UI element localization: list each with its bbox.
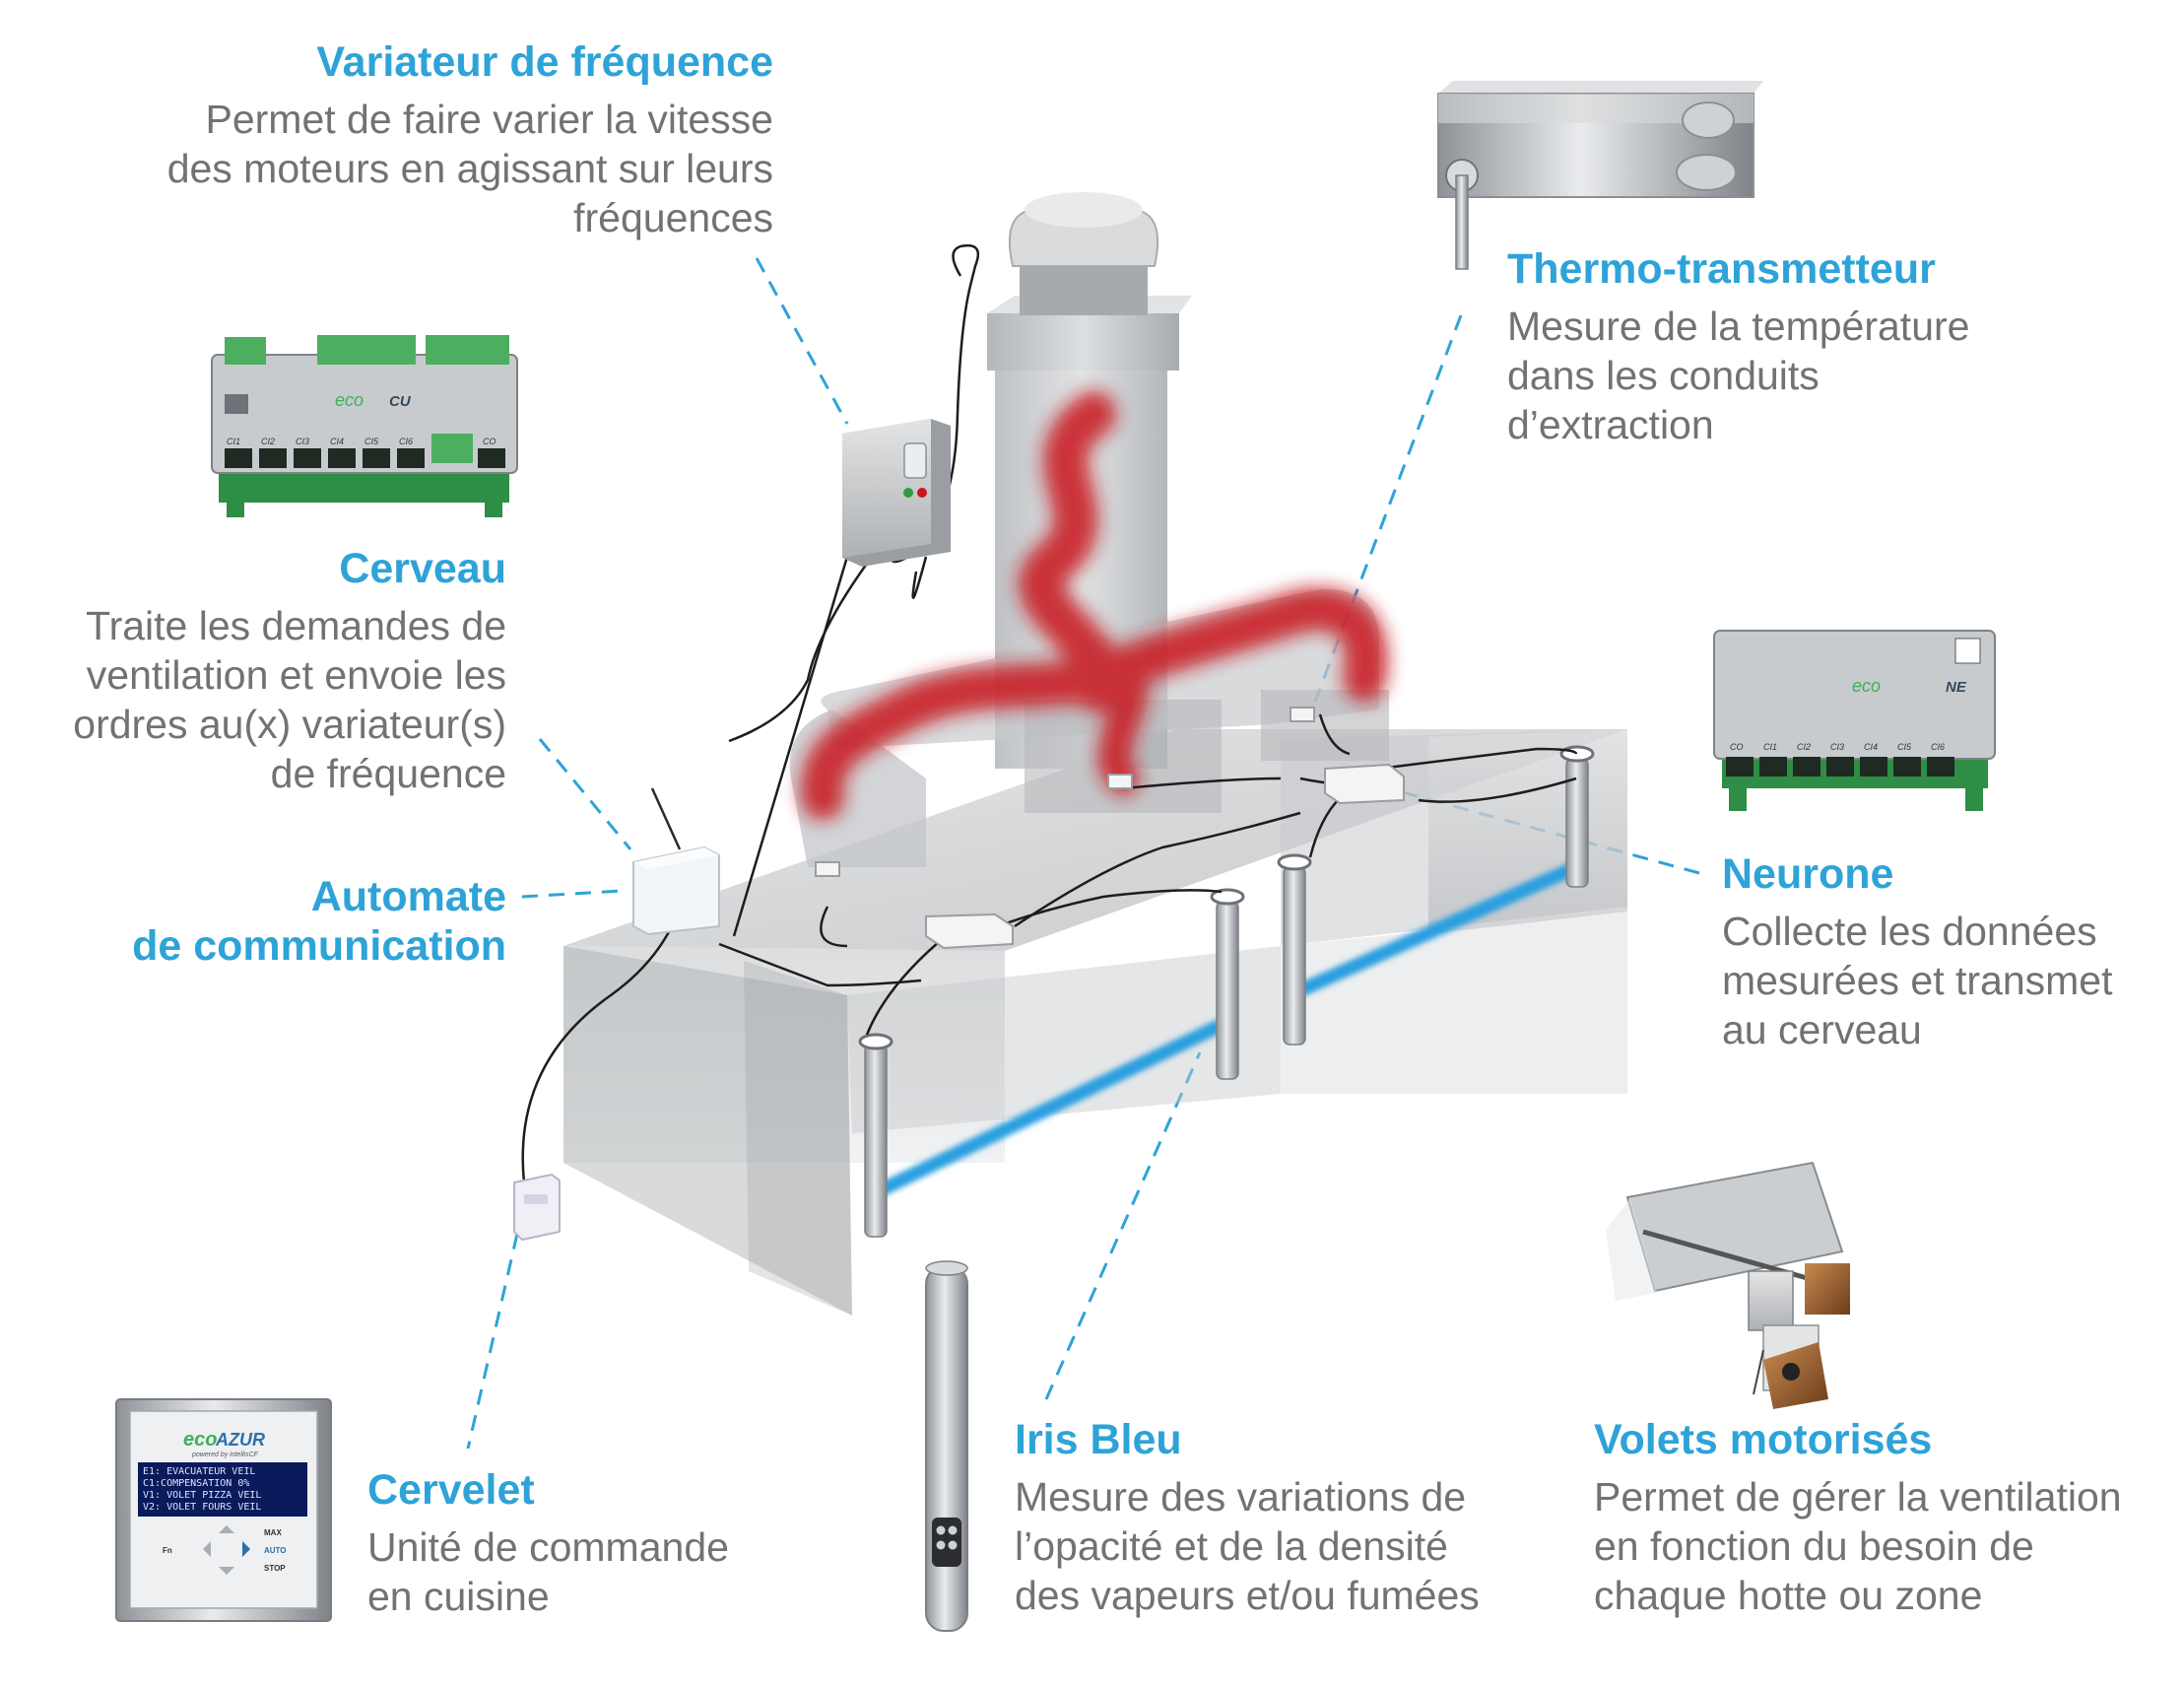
- label-cervelet: Cervelet Unité de commande en cuisine: [367, 1465, 729, 1621]
- iris-title: Iris Bleu: [1015, 1416, 1182, 1463]
- label-automate: Automate de communication: [132, 872, 506, 971]
- iris-probe: [925, 1260, 968, 1632]
- cerveau-port: CI3: [296, 437, 309, 446]
- cervelet-brand-prefix: eco: [183, 1429, 217, 1451]
- cervelet-key-fn: Fn: [163, 1546, 172, 1555]
- iris-description: Mesure des variations de l’opacité et de…: [1015, 1474, 1480, 1618]
- cervelet-brand-suffix: AZUR: [215, 1430, 265, 1450]
- neurone-port: CI1: [1763, 742, 1777, 752]
- airflow-smoke: [800, 391, 1389, 820]
- cervelet-screen-line: E1: EVACUATEUR VEIL: [143, 1466, 255, 1477]
- label-volets: Volets motorisés Permet de gérer la vent…: [1594, 1415, 2122, 1620]
- neurone-port: CI2: [1797, 742, 1811, 752]
- neurone-device: eco NE CO CI1 CI2 CI3 CI4 CI5 CI6: [1713, 630, 1996, 811]
- label-cerveau: Cerveau Traite les demandes de ventilati…: [73, 544, 506, 798]
- neurone-port: CI4: [1864, 742, 1878, 752]
- cervelet-screen-line: C1:COMPENSATION 0%: [143, 1478, 249, 1489]
- automate-device-installed: [632, 787, 720, 936]
- cerveau-port: CI1: [227, 437, 240, 446]
- cervelet-device-installed: [513, 1173, 561, 1242]
- label-neurone: Neurone Collecte les données mesurées et…: [1722, 849, 2113, 1054]
- cerveau-description: Traite les demandes de ventilation et en…: [73, 603, 506, 796]
- neurone-brand: eco: [1852, 676, 1881, 696]
- neurone-port: CI6: [1931, 742, 1945, 752]
- iris-sensors-installed: [858, 745, 1595, 1238]
- cerveau-port: CI5: [364, 437, 379, 446]
- label-iris: Iris Bleu Mesure des variations de l’opa…: [1015, 1415, 1480, 1620]
- neurone-port: CI5: [1897, 742, 1912, 752]
- neurone-title: Neurone: [1722, 850, 1894, 898]
- thermo-title: Thermo-transmetteur: [1507, 245, 1936, 293]
- cerveau-brand: eco: [335, 390, 364, 410]
- cervelet-screen-line: V1: VOLET PIZZA VEIL: [143, 1490, 261, 1501]
- cerveau-port: CI4: [330, 437, 344, 446]
- cervelet-title: Cervelet: [367, 1466, 535, 1514]
- cerveau-port: CI2: [261, 437, 275, 446]
- kitchen-hood-front: [563, 912, 1627, 1316]
- cerveau-device: eco CU CI1 CI2 CI3 CI4 CI5 CI6 CO: [211, 335, 518, 517]
- wiring: [521, 243, 1578, 1183]
- cervelet-description: Unité de commande en cuisine: [367, 1524, 729, 1619]
- thermo-description: Mesure de la température dans les condui…: [1507, 304, 1970, 447]
- cervelet-key-auto: AUTO: [264, 1546, 287, 1555]
- cervelet-key-stop: STOP: [264, 1564, 286, 1573]
- neurone-port: CI3: [1830, 742, 1844, 752]
- neurone-description: Collecte les données mesurées et transme…: [1722, 909, 2113, 1052]
- neurone-model: NE: [1946, 679, 1967, 696]
- neurone-port: CO: [1730, 742, 1744, 752]
- volets-description: Permet de gérer la ventilation en foncti…: [1594, 1474, 2122, 1618]
- variateur-description: Permet de faire varier la vitesse des mo…: [166, 97, 773, 240]
- cervelet-brand-sub: powered by intellisCF: [191, 1452, 259, 1458]
- cerveau-port: CO: [483, 437, 496, 446]
- thermo-device: [1437, 81, 1763, 270]
- volets-title: Volets motorisés: [1594, 1416, 1933, 1463]
- cervelet-key-max: MAX: [264, 1528, 282, 1537]
- cervelet-device: eco AZUR powered by intellisCF E1: EVACU…: [115, 1398, 332, 1622]
- automate-title: Automate de communication: [132, 873, 506, 970]
- junction-boxes: [815, 707, 1405, 950]
- volets-device: [1606, 1161, 1850, 1409]
- cerveau-model: CU: [389, 393, 412, 410]
- label-variateur: Variateur de fréquence Permet de faire v…: [167, 37, 773, 242]
- cerveau-title: Cerveau: [339, 545, 506, 592]
- cerveau-port: CI6: [399, 437, 413, 446]
- label-thermo: Thermo-transmetteur Mesure de la tempéra…: [1507, 244, 1969, 449]
- cervelet-screen-line: V2: VOLET FOURS VEIL: [143, 1502, 261, 1513]
- variateur-title: Variateur de fréquence: [316, 38, 773, 86]
- variateur-device: [842, 419, 951, 567]
